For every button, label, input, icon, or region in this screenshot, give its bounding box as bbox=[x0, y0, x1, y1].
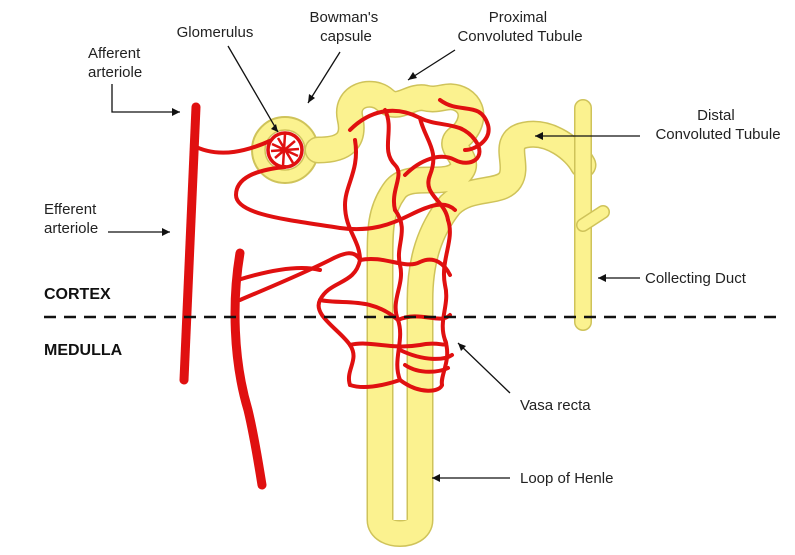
efferent-arteriole-vessel bbox=[230, 248, 267, 490]
vasa-recta-label: Vasa recta bbox=[520, 397, 591, 414]
afferent-branch bbox=[190, 138, 274, 155]
collecting-duct-branch-fill bbox=[577, 206, 609, 231]
bowmans-capsule-label: Bowman's capsule bbox=[310, 9, 383, 45]
collecting-duct-label: Collecting Duct bbox=[645, 270, 747, 287]
afferent-arteriole-vessel bbox=[179, 102, 201, 385]
distal-tubule-label: Distal Convoluted Tubule bbox=[655, 107, 780, 143]
cortex-label: CORTEX bbox=[44, 286, 111, 303]
afferent-arteriole-label: Afferent arteriole bbox=[88, 45, 144, 81]
afferent-arrow bbox=[111, 84, 180, 113]
proximal-arrow bbox=[407, 49, 456, 81]
glomerulus-shape bbox=[266, 131, 304, 169]
blood-vessels bbox=[179, 98, 491, 490]
proximal-tubule-label: Proximal Convoluted Tubule bbox=[457, 9, 582, 45]
loop-of-henle-label: Loop of Henle bbox=[520, 470, 613, 487]
vasa-recta-network bbox=[234, 98, 491, 393]
vasa-recta-arrow bbox=[457, 342, 511, 394]
glomerulus-arrow bbox=[227, 45, 279, 133]
efferent-arteriole-label: Efferent arteriole bbox=[44, 201, 100, 237]
bowmans-arrow bbox=[307, 51, 341, 104]
label-arrows bbox=[108, 45, 640, 482]
glomerulus-label: Glomerulus bbox=[177, 24, 254, 41]
medulla-label: MEDULLA bbox=[44, 342, 123, 359]
